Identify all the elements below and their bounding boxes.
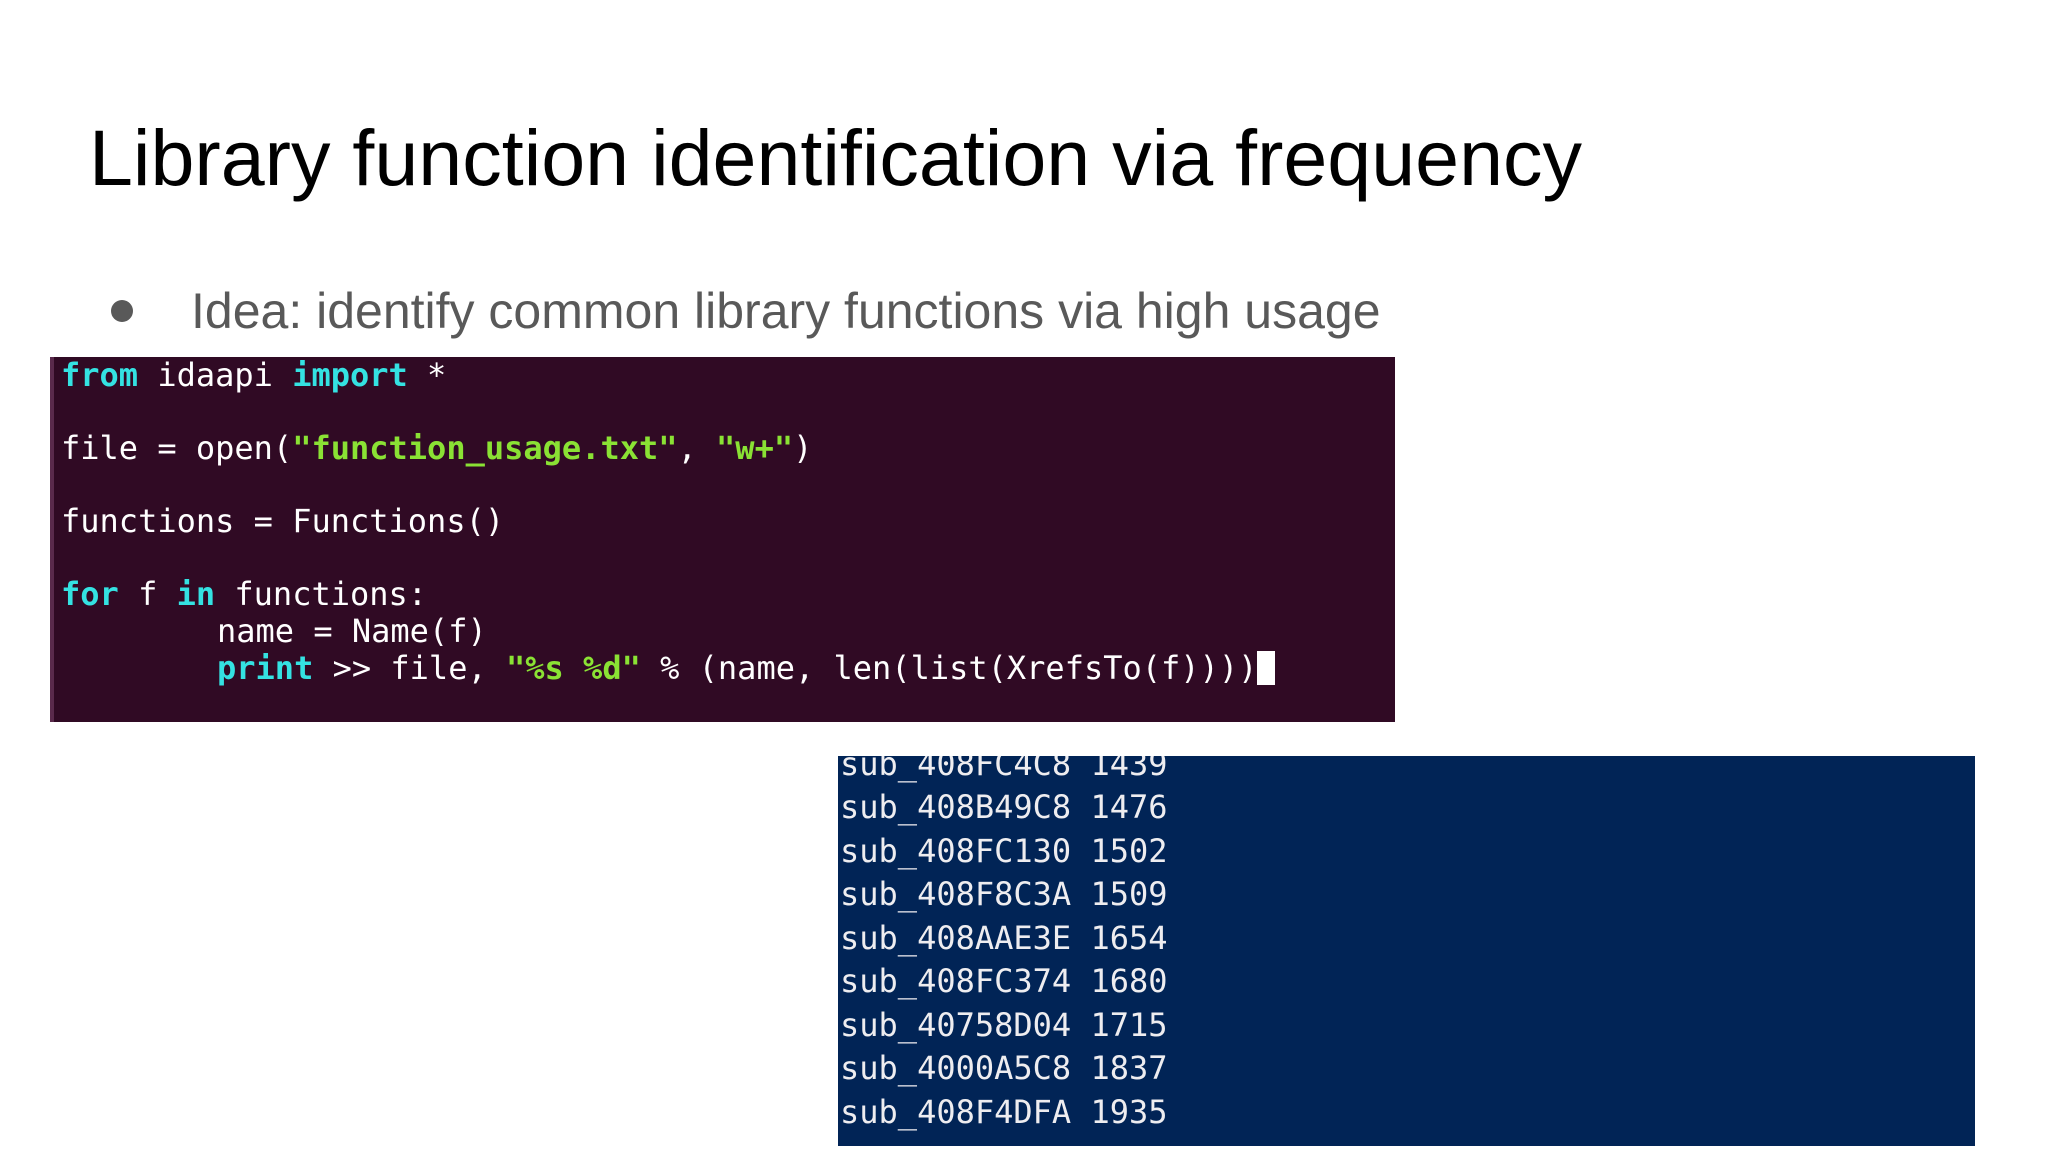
output-row: sub_408F8C3A 1509	[840, 875, 1168, 913]
output-screenshot: sub_408FC4C8 1439 sub_408B49C8 1476 sub_…	[838, 756, 1975, 1146]
output-row: sub_408B49C8 1476	[840, 788, 1168, 826]
code-keyword: in	[176, 575, 216, 613]
code-string: "function_usage.txt"	[292, 429, 678, 467]
bullet-text: Idea: identify common library functions …	[191, 283, 1381, 339]
code-text: ,	[677, 429, 717, 467]
text-cursor	[1257, 651, 1276, 685]
code-text: file = open(	[61, 429, 293, 467]
code-keyword: from	[61, 357, 139, 394]
code-line-functions: functions = Functions()	[61, 503, 504, 539]
code-keyword: import	[292, 357, 408, 394]
output-row: sub_40758D04 1715	[840, 1006, 1168, 1044]
output-row: sub_408F4DFA 1935	[840, 1093, 1168, 1131]
code-string: "%s %d"	[505, 649, 641, 687]
code-line-name: name = Name(f)	[217, 613, 487, 649]
slide-title: Library function identification via freq…	[89, 113, 1583, 202]
output-row: sub_408FC374 1680	[840, 962, 1168, 1000]
code-keyword: for	[61, 575, 119, 613]
code-text: functions:	[215, 575, 428, 613]
code-text: >> file,	[313, 649, 506, 687]
code-text: )	[793, 429, 813, 467]
output-row: sub_4000A5C8 1837	[840, 1049, 1168, 1087]
code-text: functions = Functions()	[61, 502, 505, 540]
code-line-open-file: file = open("function_usage.txt", "w+")	[61, 430, 812, 466]
bullet-dot-icon	[111, 300, 133, 322]
code-text: f	[118, 575, 177, 613]
code-string: "w+"	[716, 429, 794, 467]
code-text: *	[407, 357, 447, 394]
output-row: sub_408AAE3E 1654	[840, 919, 1168, 957]
bullet-item: Idea: identify common library functions …	[111, 286, 1381, 336]
code-line-import: from idaapi import *	[61, 357, 446, 393]
code-text: name = Name(f)	[217, 612, 487, 650]
output-row: sub_408FC130 1502	[840, 832, 1168, 870]
code-text: % (name, len(list(XrefsTo(f))))	[640, 649, 1258, 687]
code-line-print: print >> file, "%s %d" % (name, len(list…	[217, 649, 1276, 687]
output-row: sub_408FC4C8 1439	[840, 756, 1168, 783]
code-text: idaapi	[138, 357, 293, 394]
code-keyword: print	[217, 649, 314, 687]
code-line-for-loop: for f in functions:	[61, 576, 427, 612]
code-screenshot: from idaapi import * file = open("functi…	[50, 357, 1395, 722]
